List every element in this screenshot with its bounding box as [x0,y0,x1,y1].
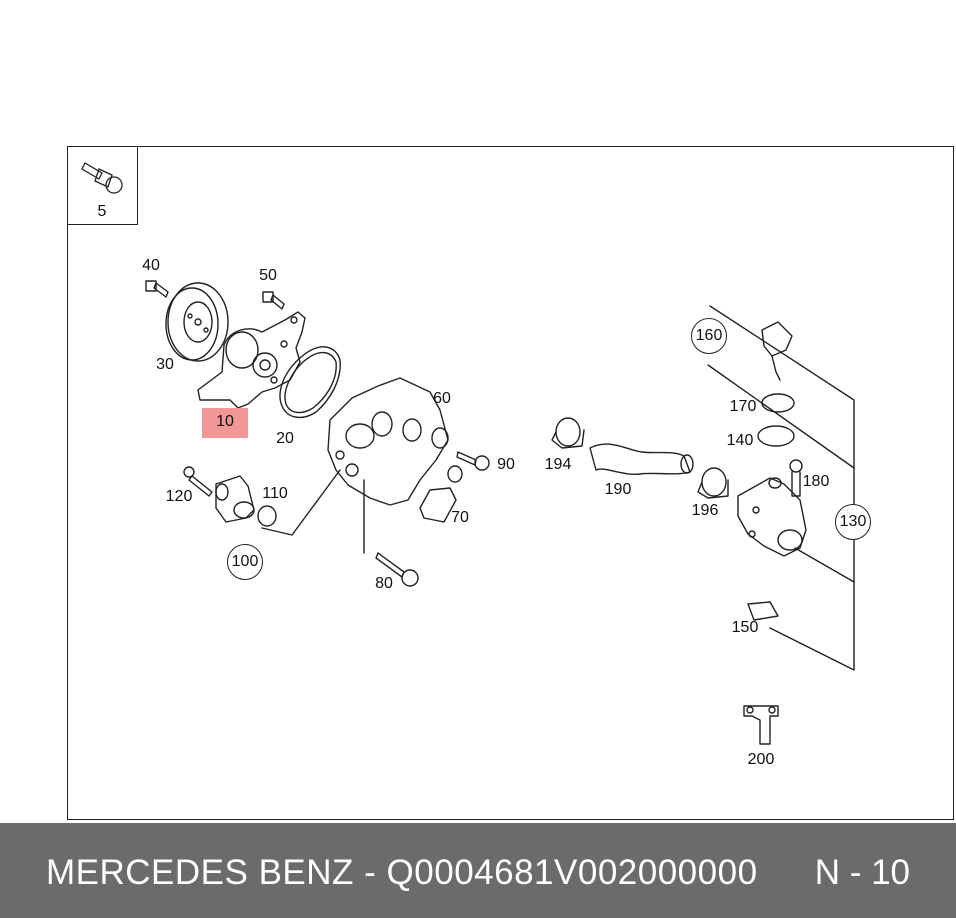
footer-page-ref: N - 10 [814,853,910,892]
diagram-frame [67,146,954,820]
part-label-194[interactable]: 194 [544,456,572,473]
connector-100-icon [215,475,255,523]
ring-140-icon [757,425,795,447]
ring-170-icon [761,393,795,413]
sensor-5-icon [81,162,123,194]
footer-title: MERCEDES BENZ - Q0004681V002000000 [46,853,758,892]
o-ring-110-icon [257,505,277,527]
water-pump-10-icon [197,311,306,409]
part-label-196[interactable]: 196 [691,502,719,519]
part-label-30[interactable]: 30 [156,356,174,373]
screw-180-icon [789,459,803,497]
part-label-170[interactable]: 170 [729,398,757,415]
part-label-60[interactable]: 60 [433,390,451,407]
part-label-90[interactable]: 90 [497,456,515,473]
circled-part-label-130[interactable]: 130 [835,504,871,540]
part-label-70[interactable]: 70 [451,509,469,526]
part-label-20[interactable]: 20 [276,430,294,447]
part-label-120[interactable]: 120 [165,488,193,505]
part-label-180[interactable]: 180 [802,473,830,490]
circled-part-label-100[interactable]: 100 [227,544,263,580]
bolt-50-icon [262,291,285,310]
inset-box: 5 [67,146,138,225]
bolt-80-icon [375,552,419,587]
part-label-200[interactable]: 200 [747,751,775,768]
clip-150-icon [747,601,779,621]
bolt-90-icon [456,451,490,471]
pulley-30-icon [165,282,229,362]
hose-190-icon [589,443,694,475]
sensor-160-icon [761,321,793,381]
gasket-20-icon [279,346,341,419]
clamp-194-icon [551,417,585,449]
screw-120-icon [183,466,213,497]
part-label-40[interactable]: 40 [142,257,160,274]
bracket-200-icon [743,705,779,745]
clamp-196-icon [697,467,729,499]
part-label-140[interactable]: 140 [726,432,754,449]
part-label-5: 5 [97,203,107,220]
thermostat-housing-130-icon [737,477,807,557]
part-label-50[interactable]: 50 [259,267,277,284]
footer-bar: MERCEDES BENZ - Q0004681V002000000 N - 1… [0,823,956,918]
seal-70-icon [419,465,463,523]
part-label-80[interactable]: 80 [375,575,393,592]
circled-part-label-160[interactable]: 160 [691,318,727,354]
part-label-10[interactable]: 10 [216,413,234,430]
bolt-40-icon [145,280,169,298]
part-label-190[interactable]: 190 [604,481,632,498]
part-label-110[interactable]: 110 [262,485,288,502]
highlighted-part-marker [202,408,248,438]
part-label-150[interactable]: 150 [731,619,759,636]
housing-60-icon [327,377,449,506]
